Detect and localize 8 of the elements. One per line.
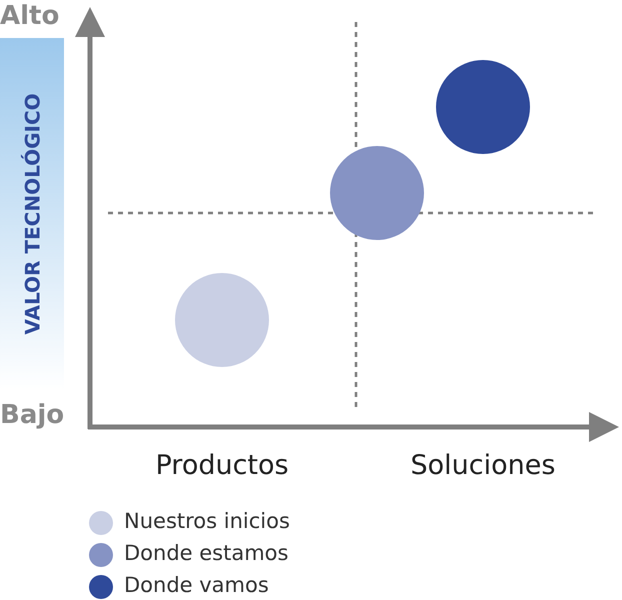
axis-end-label: Alto	[0, 3, 60, 29]
legend-label: Nuestros inicios	[124, 511, 290, 532]
axis-title: VALOR TECNOLÓGICO	[22, 93, 42, 335]
legend-label: Donde estamos	[124, 543, 288, 564]
axis-end-label: Bajo	[0, 402, 64, 428]
legend-label: Donde vamos	[124, 575, 269, 596]
category-label: Productos	[156, 452, 289, 479]
category-label: Soluciones	[410, 452, 556, 479]
